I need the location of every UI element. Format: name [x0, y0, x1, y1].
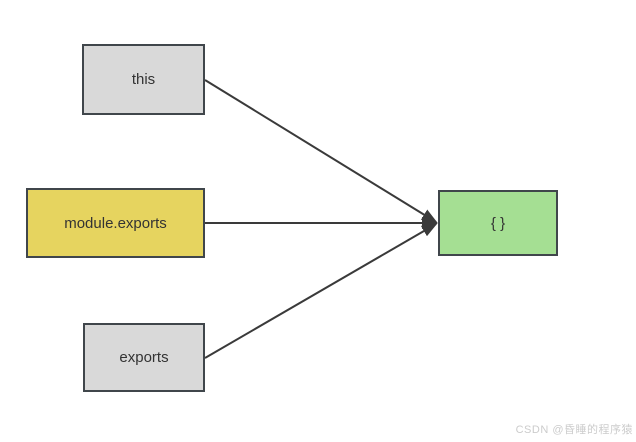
edge-this-to-target-object [204, 79, 438, 224]
node-module-exports: module.exports [26, 188, 205, 258]
node-exports: exports [83, 323, 205, 392]
edge-exports-to-target-object [204, 222, 438, 359]
node-target-object-label: { } [490, 214, 506, 232]
node-module-exports-label: module.exports [64, 214, 167, 232]
csdn-watermark: CSDN @昏睡的程序猿 [515, 424, 633, 436]
node-this: this [82, 44, 205, 115]
node-this-label: this [131, 71, 156, 88]
node-exports-label: exports [119, 349, 169, 366]
node-target-object: { } [438, 190, 558, 256]
